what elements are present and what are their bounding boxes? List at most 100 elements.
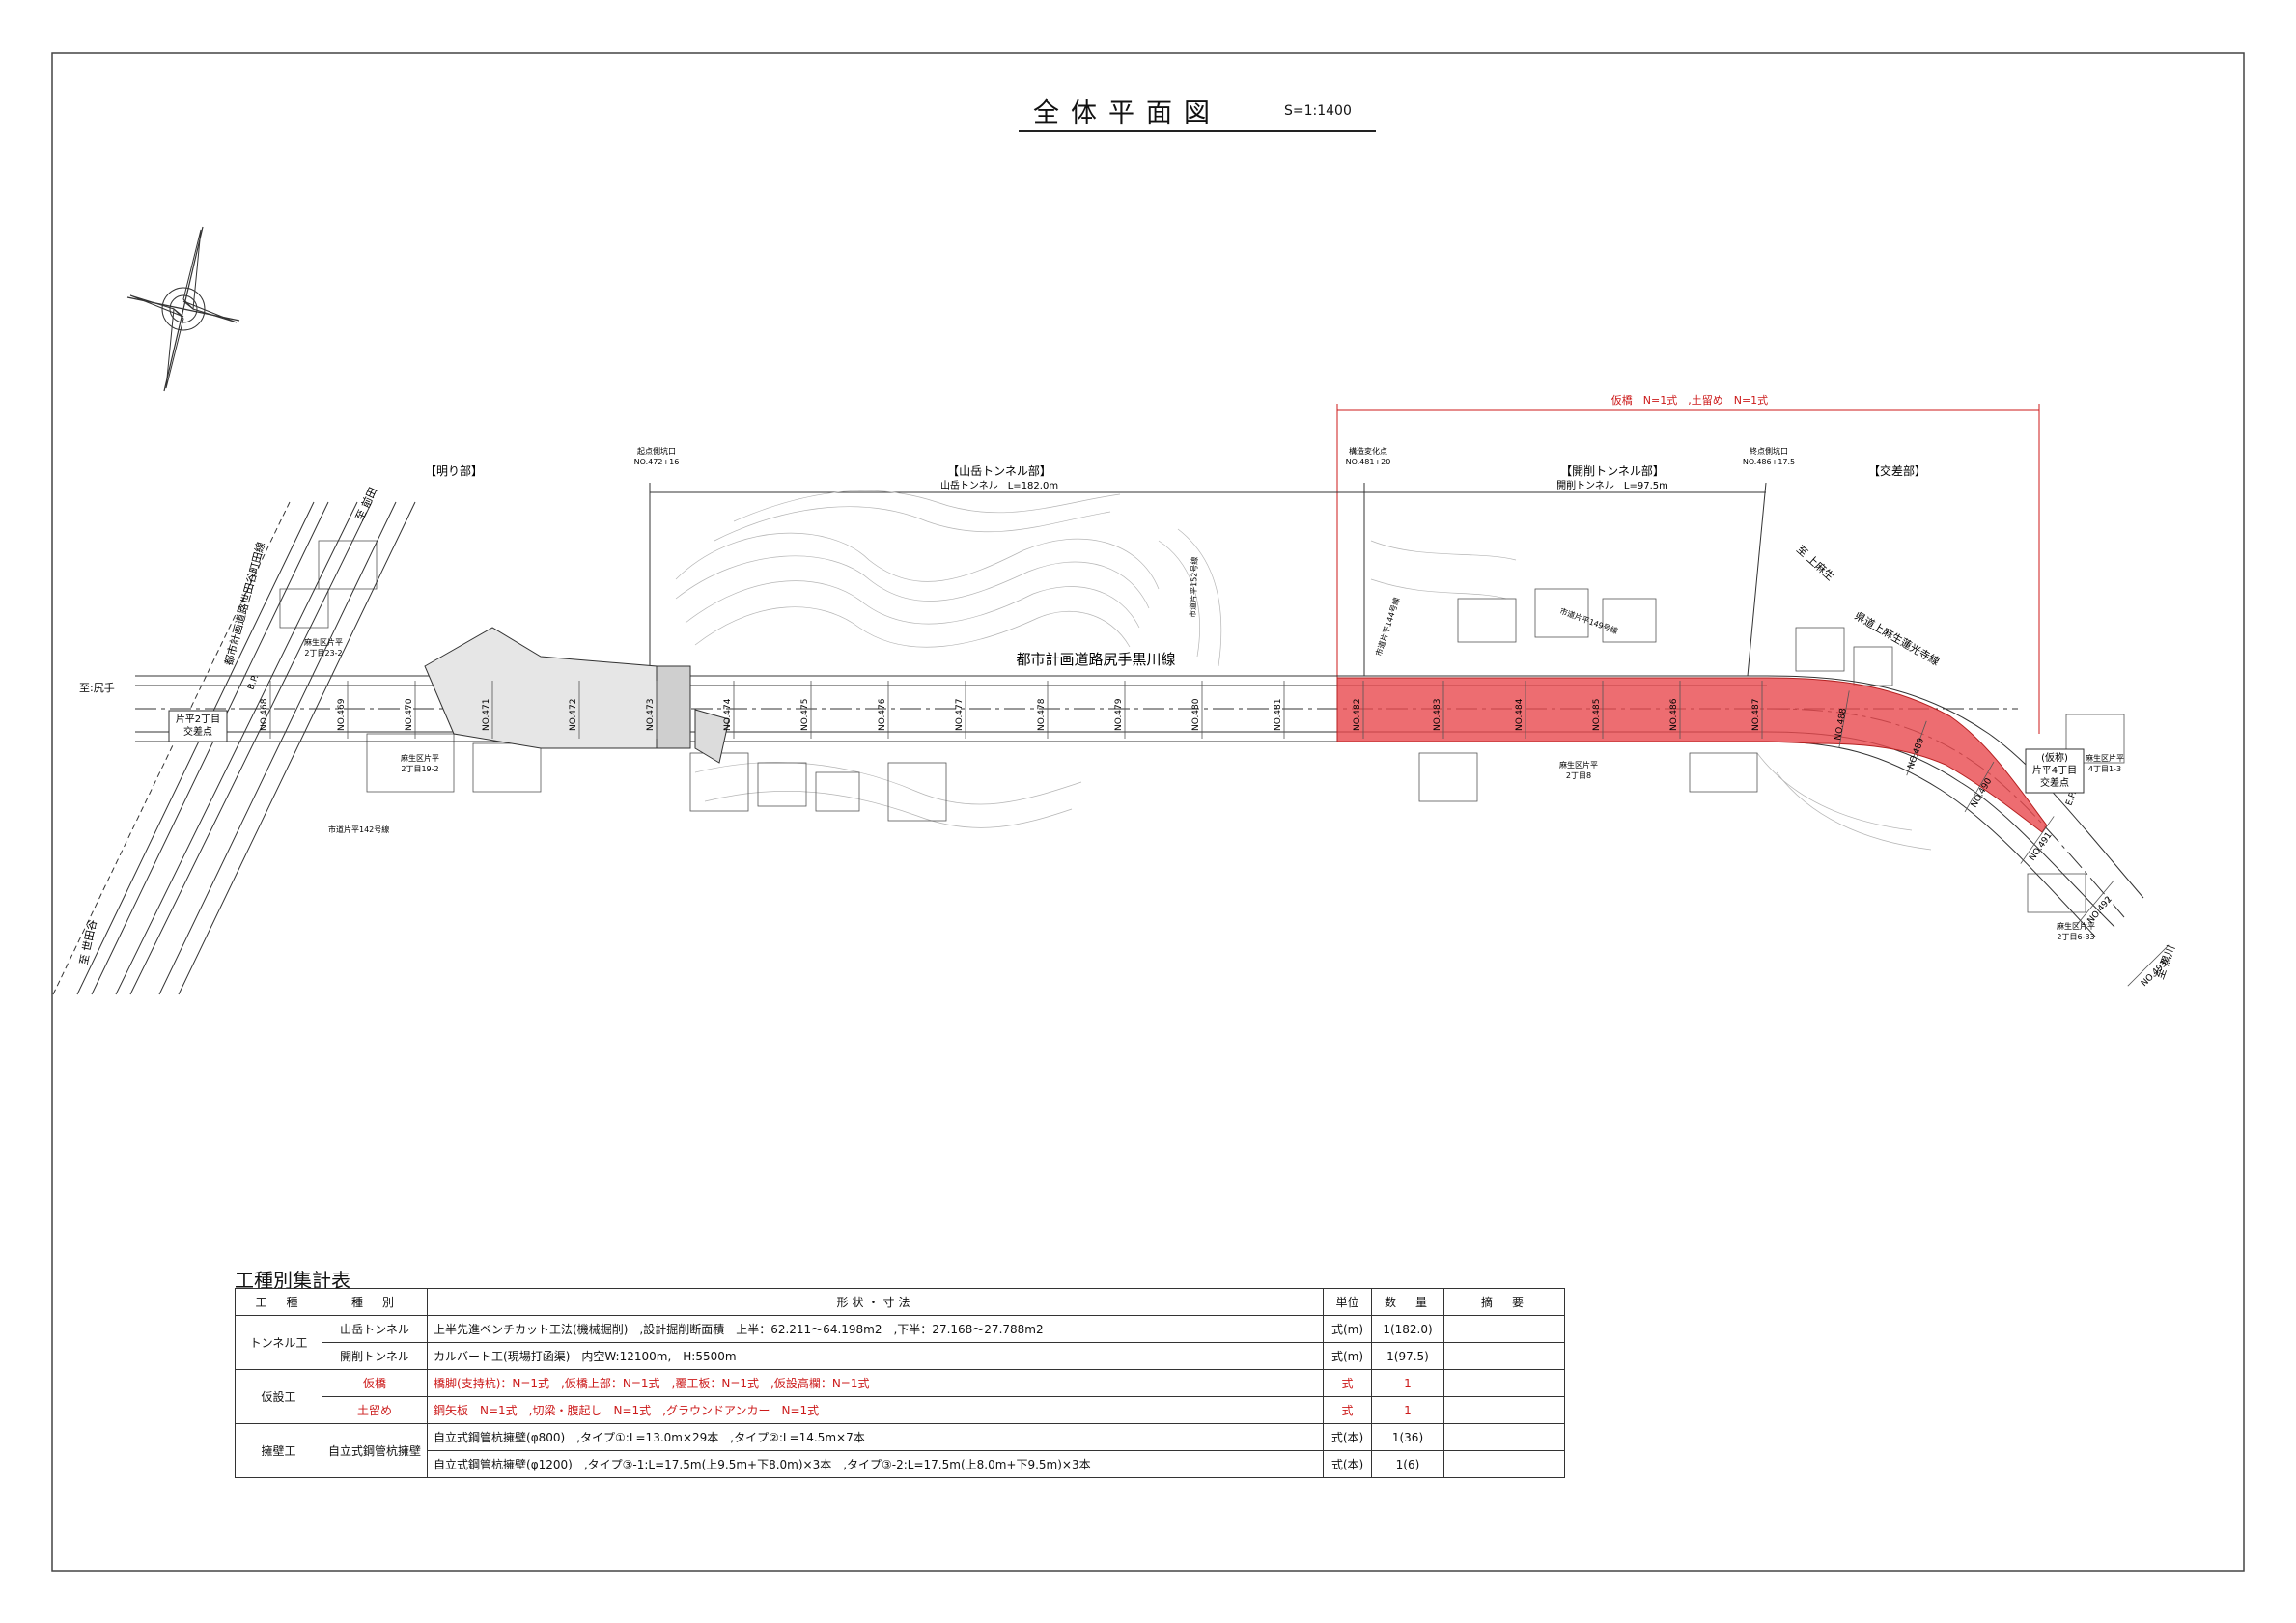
station-label: NO.487 xyxy=(1751,699,1761,732)
label-to-setagaya: 至 世田谷 xyxy=(77,918,99,965)
station-label: NO.476 xyxy=(878,698,887,731)
cut-cover-tunnel-length: 開削トンネル L=97.5m xyxy=(1556,479,1668,491)
cell-category: 山岳トンネル xyxy=(321,1315,429,1343)
header-spec: 形状・寸法 xyxy=(427,1288,1324,1316)
section-cut-cover-tunnel: 【開削トンネル部】 xyxy=(1560,463,1665,478)
cell-spec: 鋼矢板 N=1式 ,切梁・腹起し N=1式 ,グラウンドアンカー N=1式 xyxy=(427,1396,1324,1424)
station-label: NO.485 xyxy=(1592,699,1602,732)
station-tick xyxy=(2076,880,2114,926)
station-label: NO.471 xyxy=(482,699,491,732)
cell-quantity: 1(97.5) xyxy=(1371,1342,1444,1370)
station-tick xyxy=(1838,690,1850,748)
header-quantity: 数 量 xyxy=(1371,1288,1444,1316)
cell-category: 仮橋 xyxy=(321,1369,429,1397)
cell-category: 自立式鋼管杭擁壁 xyxy=(321,1423,429,1478)
cell-unit: 式(本) xyxy=(1323,1450,1372,1478)
table-row: 仮設工 仮橋 橋脚(支持杭)：N=1式 ,仮橋上部：N=1式 ,覆工板：N=1式… xyxy=(235,1369,1565,1424)
station-label: NO.483 xyxy=(1433,699,1442,732)
station-label: NO.480 xyxy=(1191,698,1201,731)
cell-remarks xyxy=(1443,1315,1565,1343)
label-road-144: 市道片平144号線 xyxy=(1373,596,1401,657)
label-left-intersection: 片平2丁目交差点 xyxy=(176,713,220,738)
station-label: NO.475 xyxy=(800,699,810,732)
cell-spec: 自立式鋼管杭擁壁(φ1200) ,タイプ③-1:L=17.5m(上9.5m+下8… xyxy=(427,1450,1324,1478)
header-unit: 単位 xyxy=(1323,1288,1372,1316)
label-right-intersection-box xyxy=(2025,748,2085,794)
station-label: NO.479 xyxy=(1114,698,1124,731)
table-row: 土留め 鋼矢板 N=1式 ,切梁・腹起し N=1式 ,グラウンドアンカー N=1… xyxy=(236,1396,1565,1424)
drawing-scale: S=1:1400 xyxy=(1284,103,1352,119)
station-label: NO.486 xyxy=(1669,698,1679,731)
cell-work-type: 仮設工 xyxy=(235,1369,322,1424)
station-tick xyxy=(2020,816,2055,864)
label-road-152: 市道片平152号線 xyxy=(1188,556,1199,618)
table-row: トンネル工 山岳トンネル 上半先進ベンチカット工法(機械掘削) ,設計掘削断面積… xyxy=(235,1315,1565,1370)
station-label: NO.491 xyxy=(2028,831,2054,863)
sheet-border xyxy=(51,52,2245,1572)
summary-table: 工 種 種 別 形状・寸法 単位 数 量 摘 要 トンネル工 山岳トンネル 上半… xyxy=(235,1288,1565,1478)
cell-category: 開削トンネル xyxy=(321,1342,429,1370)
cell-unit: 式(m) xyxy=(1323,1315,1372,1343)
cell-quantity: 1 xyxy=(1371,1396,1444,1424)
station-label: NO.468 xyxy=(260,698,269,731)
left-crossing-road xyxy=(52,501,416,995)
label-road-142: 市道片平142号線 xyxy=(328,825,389,834)
label-left-road: 都市計画道路世田谷町田線 xyxy=(221,541,267,667)
north-arrow-icon xyxy=(126,226,240,392)
drawing-title: 全体平面図 xyxy=(1033,98,1221,128)
cell-spec: 自立式鋼管杭擁壁(φ800) ,タイプ①:L=13.0m×29本 ,タイプ②:L… xyxy=(427,1423,1324,1451)
header-work-type: 工 種 xyxy=(235,1288,322,1316)
label-to-shitte: 至:尻手 xyxy=(79,681,115,694)
label-to-kamiasao: 至 上麻生 xyxy=(1794,543,1837,583)
cell-spec: 上半先進ベンチカット工法(機械掘削) ,設計掘削断面積 上半：62.211～64… xyxy=(427,1315,1324,1343)
cell-remarks xyxy=(1443,1396,1565,1424)
label-road-149: 市道片平149号線 xyxy=(1558,605,1619,635)
cell-category: 土留め xyxy=(321,1396,429,1424)
header-category: 種 別 xyxy=(321,1288,429,1316)
label-left-intersection-box xyxy=(168,710,228,742)
table-row: 自立式鋼管杭擁壁(φ1200) ,タイプ③-1:L=17.5m(上9.5m+下8… xyxy=(236,1450,1565,1478)
station-label: NO.469 xyxy=(337,698,347,731)
cell-quantity: 1(182.0) xyxy=(1371,1315,1444,1343)
cell-spec: カルバート工(現場打函渠) 内空W:12100m, H:5500m xyxy=(427,1342,1324,1370)
building-outlines xyxy=(279,540,2125,913)
station-label: NO.474 xyxy=(723,698,733,731)
cell-unit: 式 xyxy=(1323,1396,1372,1424)
label-right-road: 県道上麻生蓮光寺線 xyxy=(1853,608,1943,668)
cell-work-type: 擁壁工 xyxy=(235,1423,322,1478)
cell-unit: 式(m) xyxy=(1323,1342,1372,1370)
cell-quantity: 1(36) xyxy=(1371,1423,1444,1451)
cell-remarks xyxy=(1443,1423,1565,1451)
main-road-name: 都市計画道路尻手黒川線 xyxy=(1016,651,1175,668)
section-dimension-lines xyxy=(649,482,1767,677)
table-row: 擁壁工 自立式鋼管杭擁壁 自立式鋼管杭擁壁(φ800) ,タイプ①:L=13.0… xyxy=(235,1423,1565,1478)
summary-table-header: 工 種 種 別 形状・寸法 単位 数 量 摘 要 xyxy=(235,1288,1565,1316)
station-label: NO.478 xyxy=(1037,698,1047,731)
cell-remarks xyxy=(1443,1369,1565,1397)
section-intersection: 【交差部】 xyxy=(1868,463,1926,478)
station-tick xyxy=(2127,944,2170,987)
cell-quantity: 1(6) xyxy=(1371,1450,1444,1478)
section-mountain-tunnel: 【山岳トンネル部】 xyxy=(947,463,1051,478)
station-label: NO.482 xyxy=(1353,699,1362,732)
station-label: NO.484 xyxy=(1515,698,1525,731)
terrain-contours xyxy=(675,490,1932,851)
section-akari: 【明り部】 xyxy=(425,463,483,478)
cell-quantity: 1 xyxy=(1371,1369,1444,1397)
station-label: NO.481 xyxy=(1274,699,1283,732)
tunnel-portal xyxy=(424,627,730,764)
label-to-kurokawa: 至 黒川 xyxy=(2154,943,2178,981)
cell-remarks xyxy=(1443,1450,1565,1478)
cell-spec: 橋脚(支持杭)：N=1式 ,仮橋上部：N=1式 ,覆工板：N=1式 ,仮設高欄：… xyxy=(427,1369,1324,1397)
cell-unit: 式 xyxy=(1323,1369,1372,1397)
cell-remarks xyxy=(1443,1342,1565,1370)
station-tick xyxy=(1906,720,1927,776)
